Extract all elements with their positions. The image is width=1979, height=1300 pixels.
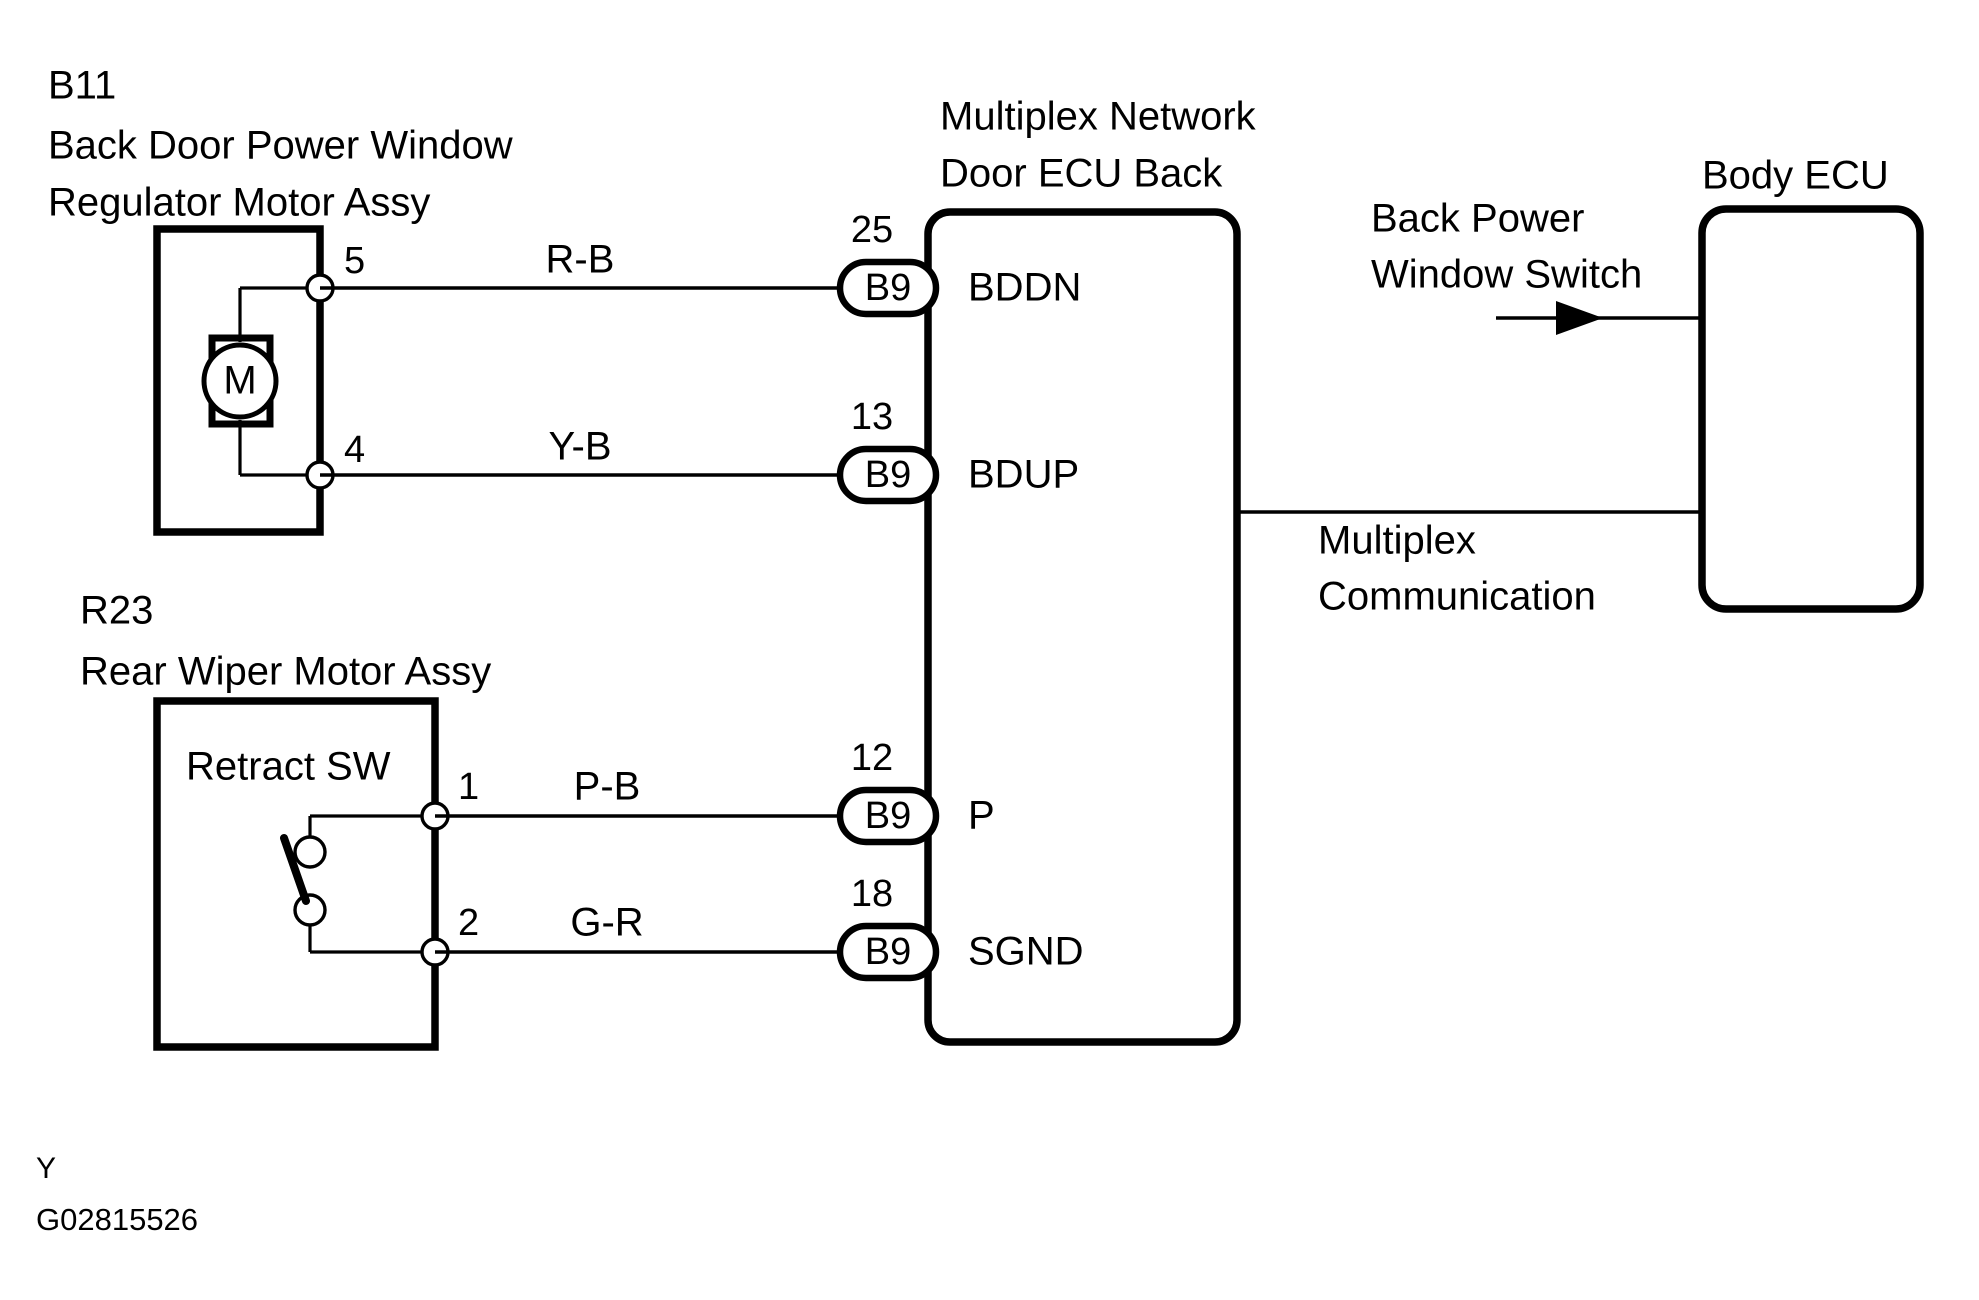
door-ecu-pin-13-number: 13 xyxy=(851,396,893,438)
door-ecu-signal-bdup: BDUP xyxy=(968,453,1079,497)
multiplex-communication-line1: Multiplex xyxy=(1318,519,1476,563)
door-ecu-terminal-sgnd[interactable]: 18 B9 SGND xyxy=(836,873,1084,982)
figure-code: G02815526 xyxy=(36,1202,198,1237)
body-ecu-box xyxy=(1698,205,1924,613)
switch-lever[interactable] xyxy=(280,834,310,905)
back-door-motor-ref: B11 xyxy=(48,64,116,108)
rear-wiper-motor-name: Rear Wiper Motor Assy xyxy=(80,650,491,694)
door-ecu-signal-bddn: BDDN xyxy=(968,266,1081,310)
door-ecu-box xyxy=(924,208,1241,1046)
component-rear-wiper-motor: R23 Rear Wiper Motor Assy Retract SW 1 2 xyxy=(80,589,491,1051)
door-ecu-connector-b9-sgnd[interactable] xyxy=(836,922,940,982)
back-door-motor-pin-5-number: 5 xyxy=(344,240,365,282)
body-ecu-title: Body ECU xyxy=(1702,154,1889,198)
wire-label-y-b: Y-B xyxy=(548,425,611,469)
door-ecu-connector-b9-bdup[interactable] xyxy=(836,445,940,505)
figure-footer: Y G02815526 xyxy=(36,1152,198,1237)
wire-label-p-b: P-B xyxy=(574,765,641,809)
door-ecu-title-line1: Multiplex Network xyxy=(940,95,1257,139)
motor-symbol-letter: M xyxy=(223,359,256,403)
wire-label-g-r: G-R xyxy=(570,901,643,945)
switch-contact-upper[interactable] xyxy=(293,835,327,869)
wire-label-r-b: R-B xyxy=(546,238,615,282)
door-ecu-pin-18-number: 18 xyxy=(851,873,893,915)
back-power-window-switch-arrow-head-icon xyxy=(1556,301,1603,335)
component-body-ecu: Body ECU xyxy=(1698,154,1924,613)
back-door-motor-pin-4-number: 4 xyxy=(344,429,365,471)
door-ecu-connector-b9-sgnd-label: B9 xyxy=(865,931,911,973)
door-ecu-terminal-bdup[interactable]: 13 B9 BDUP xyxy=(836,396,1079,505)
multiplex-communication-line2: Communication xyxy=(1318,575,1596,619)
annotation-back-power-window-switch: Back Power Window Switch xyxy=(1371,197,1702,335)
rear-wiper-pin-2-number: 2 xyxy=(458,902,479,944)
rear-wiper-motor-ref: R23 xyxy=(80,589,153,633)
back-power-window-switch-line1: Back Power xyxy=(1371,197,1584,241)
door-ecu-title-line2: Door ECU Back xyxy=(940,152,1223,196)
door-ecu-connector-b9-bdup-label: B9 xyxy=(865,454,911,496)
wire-group-back-door-motor: R-B Y-B xyxy=(320,238,840,477)
rear-wiper-pin-1-number: 1 xyxy=(458,766,479,808)
retract-switch-label: Retract SW xyxy=(186,745,391,789)
rear-wiper-motor-box xyxy=(153,697,439,1051)
door-ecu-pin-25-number: 25 xyxy=(851,209,893,251)
wire-group-rear-wiper-motor: P-B G-R xyxy=(435,765,840,954)
door-ecu-signal-p: P xyxy=(968,794,995,838)
motor-symbol-circle xyxy=(201,342,279,420)
back-power-window-switch-line2: Window Switch xyxy=(1371,253,1642,297)
door-ecu-connector-b9-bddn[interactable] xyxy=(836,258,940,318)
door-ecu-connector-b9-p-label: B9 xyxy=(865,795,911,837)
component-door-ecu: Multiplex Network Door ECU Back 25 B9 BD… xyxy=(836,95,1257,1046)
switch-contact-lower[interactable] xyxy=(293,893,327,927)
component-back-door-power-window-motor: B11 Back Door Power Window Regulator Mot… xyxy=(48,64,513,536)
door-ecu-connector-b9-bddn-label: B9 xyxy=(865,267,911,309)
door-ecu-pin-12-number: 12 xyxy=(851,737,893,779)
back-door-motor-name-line1: Back Door Power Window xyxy=(48,124,513,168)
door-ecu-signal-sgnd: SGND xyxy=(968,930,1084,974)
door-ecu-terminal-p[interactable]: 12 B9 P xyxy=(836,737,995,846)
annotation-multiplex-communication: Multiplex Communication xyxy=(1237,510,1702,619)
back-door-motor-name-line2: Regulator Motor Assy xyxy=(48,181,430,225)
door-ecu-connector-b9-p[interactable] xyxy=(836,786,940,846)
door-ecu-terminal-bddn[interactable]: 25 B9 BDDN xyxy=(836,209,1081,318)
figure-letter: Y xyxy=(36,1152,56,1185)
back-door-motor-box xyxy=(153,225,324,536)
